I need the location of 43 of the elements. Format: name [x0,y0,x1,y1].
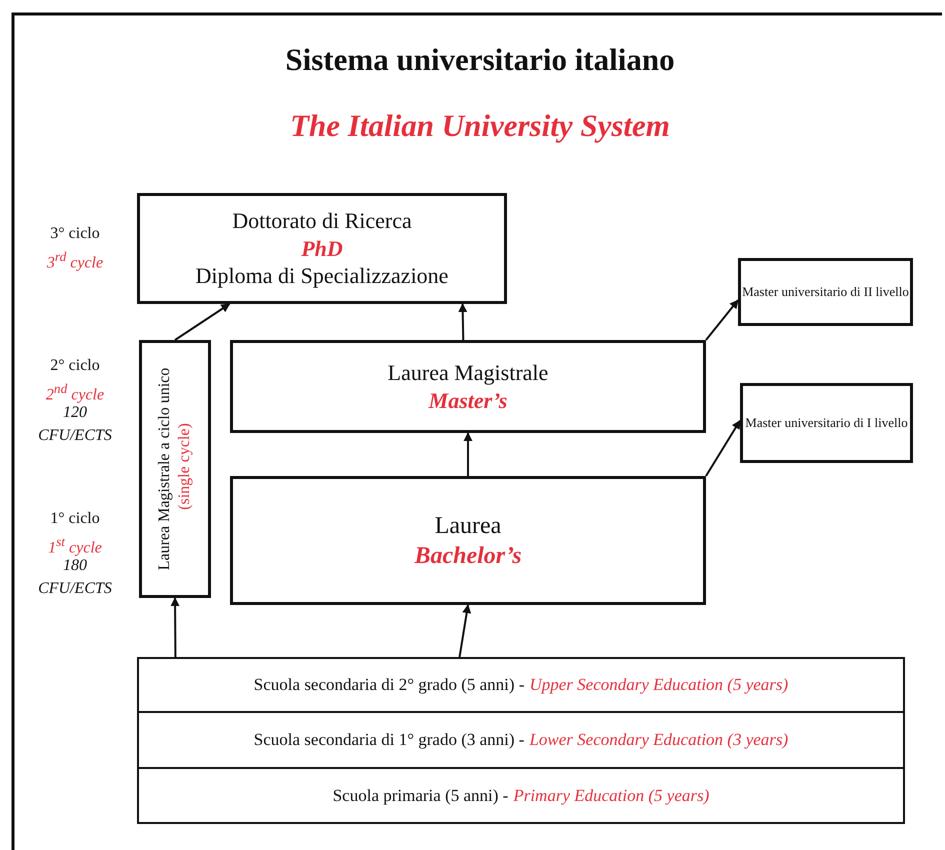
cycle-label: 3° ciclo [49,224,101,244]
diagram-title: Sistema universitario italiano [284,42,676,78]
level-box [230,340,706,433]
arrow [464,432,472,476]
level-box [139,340,211,598]
english-text: Lower Secondary Education (3 years) [529,729,788,751]
english-text: PhD [301,234,343,262]
level-box [137,193,507,304]
arrow [170,597,180,657]
cycle-label: 3$^{rd}$ cycle [46,248,104,274]
italian-text: Dottorato di Ricerca [232,207,412,235]
italian-text: Scuola secondaria di 2° grado (5 anni) - [254,674,524,696]
cycle-label: 1° ciclo [49,509,101,529]
italian-text: Master universitario di II livello [742,284,909,300]
italian-text: Scuola primaria (5 anni) - [332,784,508,806]
cycle-label: 180 CFU/ECTS [37,556,113,599]
level-box [738,258,913,326]
english-text: Primary Education (5 years) [513,784,710,806]
cycle-label: 2° ciclo [49,356,101,376]
english-text: (single cycle) [175,423,194,510]
level-box [230,476,706,605]
arrow [705,420,741,477]
arrow [705,299,739,341]
italian-text: Laurea [434,512,502,540]
english-text: Bachelor’s [414,542,522,570]
english-text: Master’s [428,386,508,414]
italian-text: Laurea Magistrale a ciclo unico [155,368,174,570]
level-box [740,383,913,463]
level-box [137,767,905,824]
level-box [137,657,905,713]
italian-text: Diploma di Specializzazione [196,262,448,290]
italian-text: Laurea Magistrale [388,359,548,386]
cycle-label: 120 CFU/ECTS [37,403,113,446]
level-box [137,711,905,769]
cycle-label: 2$^{nd}$ cycle [44,380,106,406]
arrow [174,303,230,341]
cycle-label: 1$^{st}$ cycle [47,533,103,558]
italian-text: Master universitario di I livello [745,414,908,432]
diagram-subtitle: The Italian University System [289,107,671,145]
arrow [458,604,472,658]
arrow [458,303,468,340]
italian-text: Scuola secondaria di 1° grado (3 anni) - [254,729,524,751]
english-text: Upper Secondary Education (5 years) [529,674,788,696]
